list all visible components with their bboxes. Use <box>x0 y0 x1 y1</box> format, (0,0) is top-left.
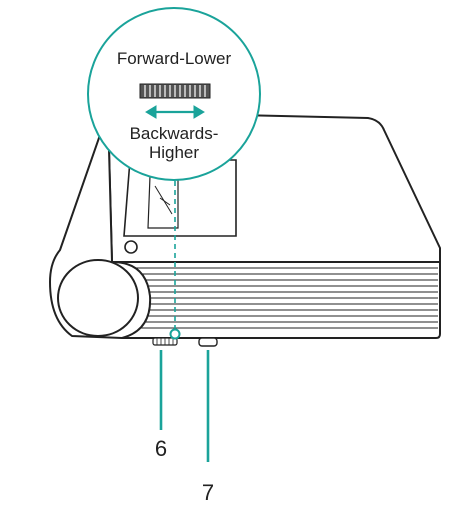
callout-bottom-label-1: Backwards- <box>130 124 219 143</box>
double-arrow-icon <box>145 105 205 119</box>
callout-top-label: Forward-Lower <box>117 49 232 68</box>
callout-wheel-icon <box>139 83 211 99</box>
panel-hatch-2 <box>159 197 171 206</box>
power-button-icon <box>124 240 138 254</box>
wheel-teeth <box>156 338 174 345</box>
callout-anchor-dot <box>169 328 181 340</box>
lens-icon <box>57 259 139 337</box>
callout-bottom-label-2: Higher <box>149 143 199 162</box>
bottom-port <box>198 337 218 347</box>
marker-6: 6 <box>155 436 167 461</box>
front-vent-ribs <box>132 267 438 329</box>
marker-7: 7 <box>202 480 214 505</box>
projector-front-body <box>111 261 441 339</box>
